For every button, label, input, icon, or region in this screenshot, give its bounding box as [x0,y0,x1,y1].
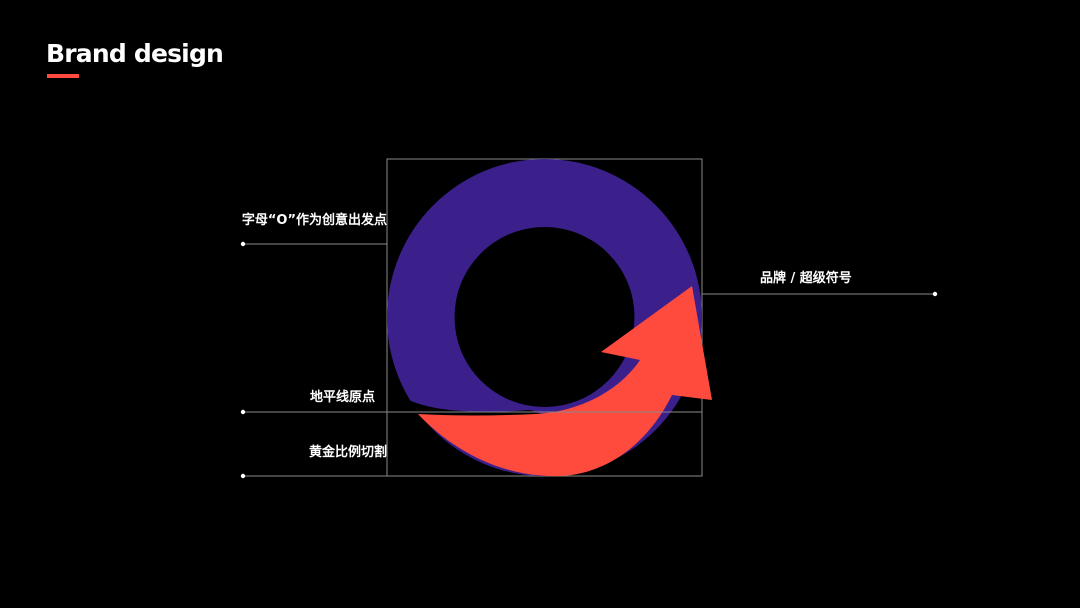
dot-brand-symbol [932,291,938,297]
label-golden-ratio-cut: 黄金比例切割 [308,445,387,460]
label-letter-o-origin: 字母“O”作为创意出发点 [241,213,387,228]
guide-lines [243,243,935,477]
title-accent-underline [47,74,79,78]
dot-golden-ratio [240,473,246,479]
dot-horizon [240,409,246,415]
label-brand-super-symbol: 品牌 / 超级符号 [760,271,852,286]
ring-cut-mask [405,398,560,420]
guide-dots [240,241,938,479]
label-horizon-origin: 地平线原点 [309,390,375,405]
arrow-swoosh-shape [418,286,712,477]
page-title: Brand design [46,39,224,68]
dot-letter-o [240,241,246,247]
